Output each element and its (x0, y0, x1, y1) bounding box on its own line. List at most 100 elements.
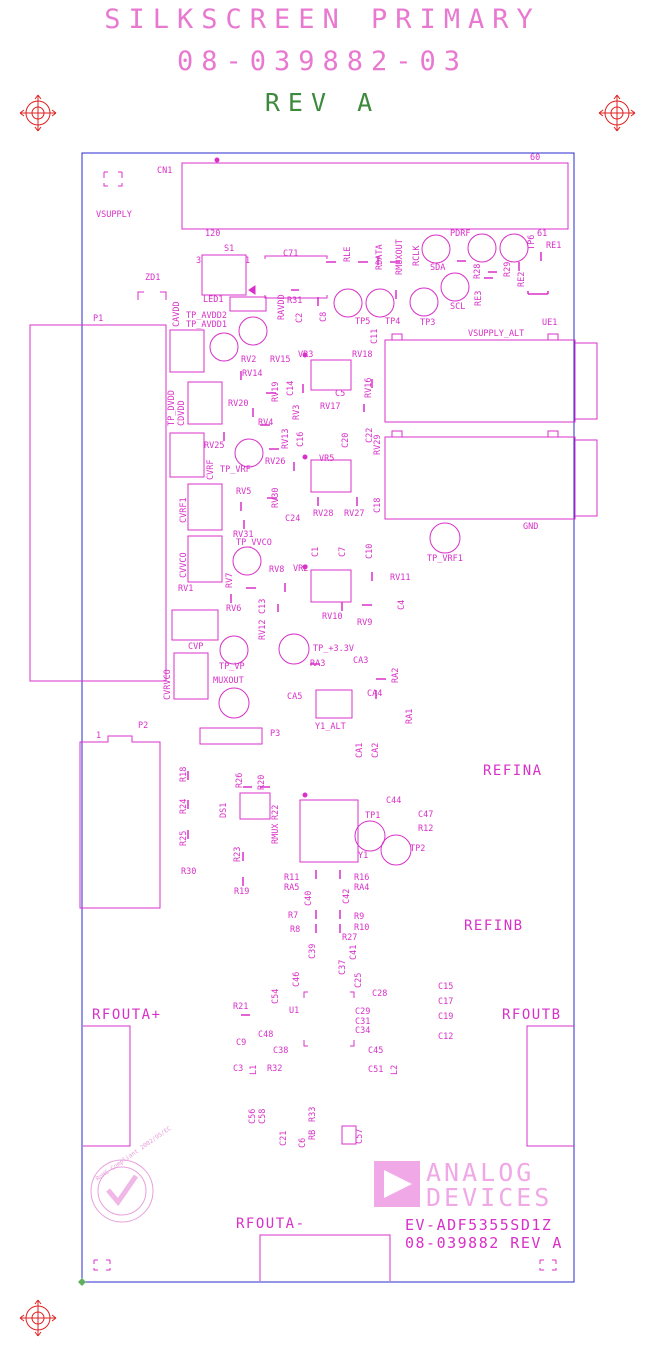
ref-label: C45 (368, 1046, 384, 1056)
ref-label: PDRF (450, 229, 471, 239)
refinb-label: REFINB (464, 918, 524, 934)
ref-label: RV17 (320, 402, 341, 412)
ref-label: TP1 (365, 811, 381, 821)
ref-label: RA4 (354, 883, 370, 893)
ref-label: U1 (289, 1006, 300, 1016)
ref-label: RV27 (344, 509, 365, 519)
ref-label: TP5 (355, 317, 371, 327)
revision-label: REV A (264, 88, 381, 117)
ref-label: C5 (335, 389, 346, 399)
ref-label: VR5 (319, 454, 335, 464)
ref-label: C48 (258, 1030, 274, 1040)
ref-label: UE1 (542, 318, 558, 328)
ref-label: RCLK (412, 245, 422, 266)
ref-label: RV15 (270, 355, 291, 365)
logo-analog-text: ANALOG (426, 1158, 535, 1187)
ref-label: R9 (354, 912, 365, 922)
ref-label: R12 (418, 824, 434, 834)
ref-label: C34 (355, 1026, 371, 1036)
ref-label: R26 (235, 772, 245, 788)
pin-60-label: 60 (530, 153, 541, 163)
ref-label: C1 (311, 546, 321, 557)
ref-label: R31 (287, 296, 303, 306)
ref-label: C37 (338, 959, 348, 975)
ref-label: RV25 (204, 441, 225, 451)
ref-label: RV1 (178, 584, 194, 594)
ref-label: TP4 (385, 317, 401, 327)
ref-label: RA2 (391, 667, 401, 683)
ref-label: C54 (271, 988, 281, 1004)
ref-label: RA3 (310, 659, 326, 669)
ref-label: C19 (438, 1012, 454, 1022)
ref-label: R8 (290, 925, 301, 935)
ref-label: C28 (372, 989, 388, 999)
ref-label: SDA (430, 263, 446, 273)
ref-label: RV13 (281, 428, 291, 449)
ref-label: R7 (288, 911, 299, 921)
board-part-rev: 08-039882 REV A (405, 1234, 563, 1252)
ref-label: R20 (257, 774, 267, 790)
ref-label: RB (308, 1129, 318, 1140)
ref-label: C71 (283, 249, 299, 259)
ref-label: C39 (308, 943, 318, 959)
ref-label: TP_AVDD1 (186, 320, 227, 330)
pin-120-label: 120 (205, 229, 221, 239)
ref-label: C15 (438, 982, 454, 992)
ref-label: C8 (319, 311, 329, 322)
ref-label: LED1 (203, 295, 224, 305)
ref-label: S1 (224, 244, 235, 254)
ref-label: C57 (355, 1128, 365, 1144)
ref-label: C25 (354, 972, 364, 988)
ref-label: RMUXOUT (395, 239, 405, 275)
ref-label: R29 (503, 261, 513, 277)
ref-label: RLE (343, 246, 353, 262)
ref-label: CA1 (355, 742, 365, 758)
ref-label: RE1 (546, 241, 562, 251)
vsupply-alt-label: VSUPPLY_ALT (468, 329, 525, 339)
cn1-label: CN1 (157, 166, 173, 176)
ref-label: RA5 (284, 883, 300, 893)
ref-label: 3 (196, 256, 202, 266)
ref-label: CVRF (206, 459, 216, 480)
ref-label: R24 (179, 798, 189, 814)
ref-label: C4 (397, 599, 407, 610)
ref-label: RV6 (226, 604, 242, 614)
rfouta-plus-connector (83, 1025, 131, 1147)
p1-label: P1 (93, 314, 104, 324)
ref-label: C14 (286, 380, 296, 396)
ref-label: TP_VRF (220, 465, 251, 475)
ref-label: C7 (338, 546, 348, 557)
ref-label: TP_VRF1 (427, 554, 463, 564)
ref-label: RV19 (271, 381, 281, 402)
ref-label: C40 (304, 890, 314, 906)
ref-label: C42 (342, 888, 352, 904)
ref-label: TP3 (420, 318, 436, 328)
ref-label: CA3 (353, 656, 369, 666)
ref-label: ZD1 (145, 273, 161, 283)
ref-label: C21 (279, 1130, 289, 1146)
ref-label: RV11 (390, 573, 411, 583)
fiducial-top-left (19, 94, 57, 132)
ref-label: C10 (365, 543, 375, 559)
ref-label: RV12 (258, 619, 268, 640)
ref-label: RA1 (405, 708, 415, 724)
ref-label: C3 (233, 1064, 244, 1074)
ref-label: CVVCO (179, 552, 189, 578)
ref-label: R28 (473, 263, 483, 279)
ref-label: VR3 (298, 350, 314, 360)
rfouta-minus-connector (259, 1234, 391, 1281)
ref-label: RV28 (313, 509, 334, 519)
ref-label: R27 (342, 933, 358, 943)
ref-label: VR2 (293, 564, 309, 574)
ref-label: R21 (233, 1002, 249, 1012)
pin-61-label: 61 (537, 229, 548, 239)
p2-label: P2 (138, 721, 149, 731)
ref-label: TP2 (410, 844, 426, 854)
ref-label: C2 (295, 312, 305, 323)
ref-label: SCL (450, 302, 466, 312)
rfoutb-connector (526, 1025, 574, 1147)
board-model: EV-ADF5355SD1Z (405, 1216, 553, 1234)
ref-label: C56 (248, 1108, 258, 1124)
ref-label: R16 (354, 873, 370, 883)
pin-1-label: 1 (96, 731, 102, 741)
